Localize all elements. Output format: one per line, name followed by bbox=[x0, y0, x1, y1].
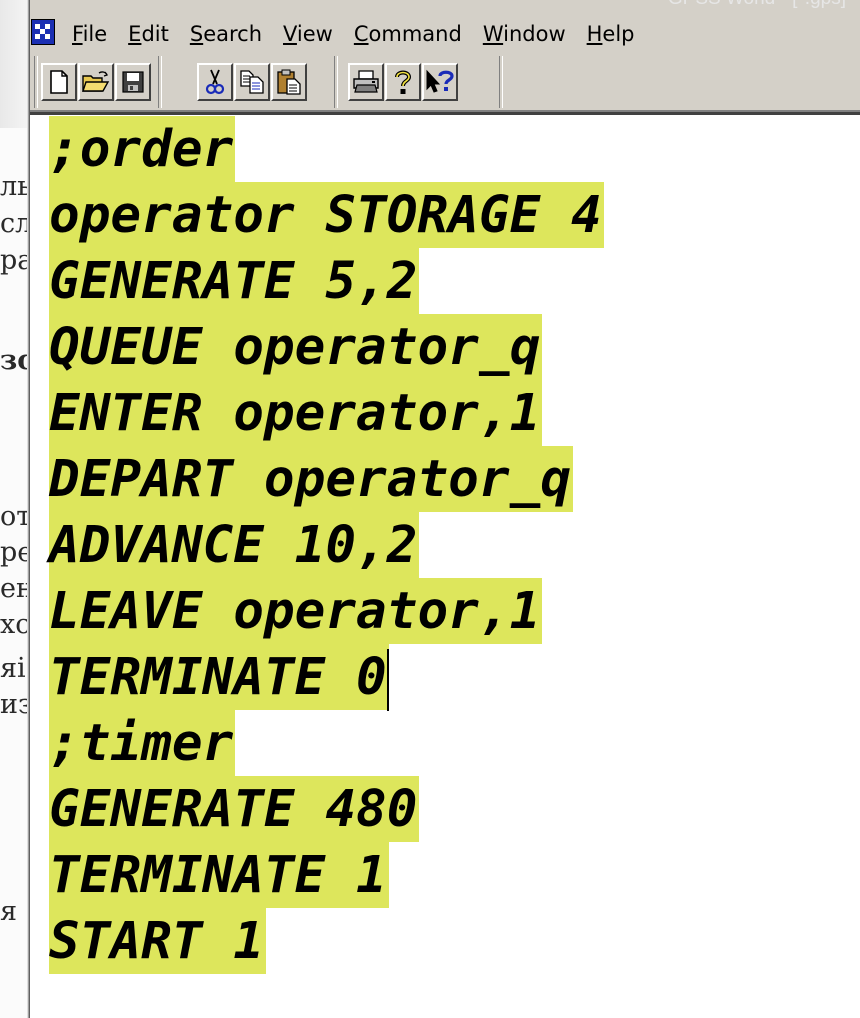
title-bar[interactable]: GPSS World - [*.gps] bbox=[30, 0, 860, 12]
background-text-fragment: я bbox=[0, 896, 18, 927]
menu-view-rest: iew bbox=[296, 22, 333, 46]
open-folder-icon bbox=[82, 71, 110, 92]
new-file-button[interactable] bbox=[41, 63, 77, 101]
background-document: ль сл ра зс от ре ен хс яі из я bbox=[0, 0, 27, 1018]
menu-edit-rest: dit bbox=[141, 22, 169, 46]
menu-file[interactable]: File bbox=[72, 22, 108, 46]
save-icon bbox=[122, 71, 144, 93]
background-text-fragment: ра bbox=[0, 245, 27, 276]
window-border bbox=[27, 0, 30, 1018]
toolbar bbox=[30, 52, 860, 112]
text-caret bbox=[386, 649, 389, 711]
code-line[interactable]: LEAVE operator,1 bbox=[49, 578, 604, 644]
background-text-fragment: ль bbox=[0, 171, 27, 202]
code-line[interactable]: QUEUE operator_q bbox=[49, 314, 604, 380]
background-text-fragment: сл bbox=[0, 208, 27, 239]
copy-button[interactable] bbox=[234, 63, 270, 101]
code-line[interactable]: ;order bbox=[49, 116, 604, 182]
menu-bar: File Edit Search View Command Window Hel… bbox=[30, 12, 860, 52]
code-line[interactable]: GENERATE 5,2 bbox=[49, 248, 604, 314]
toolbar-separator bbox=[334, 56, 338, 108]
context-help-icon bbox=[426, 69, 454, 93]
code-line[interactable]: ;timer bbox=[49, 710, 604, 776]
save-button[interactable] bbox=[115, 63, 151, 101]
toolbar-group-file bbox=[41, 60, 152, 104]
print-icon bbox=[353, 70, 379, 93]
menu-window[interactable]: Window bbox=[482, 22, 566, 46]
code-line[interactable]: START 1 bbox=[49, 908, 604, 974]
toolbar-group-edit bbox=[197, 60, 308, 104]
cut-icon bbox=[205, 69, 225, 95]
code-line[interactable]: DEPART operator_q bbox=[49, 446, 604, 512]
toolbar-separator bbox=[499, 56, 503, 108]
toolbar-group-help bbox=[348, 60, 459, 104]
menu-help-rest: elp bbox=[602, 22, 635, 46]
menu-command[interactable]: Command bbox=[353, 22, 462, 46]
app-document-icon[interactable] bbox=[31, 19, 55, 45]
toolbar-grip bbox=[34, 56, 38, 108]
copy-icon bbox=[240, 70, 264, 94]
menu-search[interactable]: Search bbox=[189, 22, 263, 46]
code-editor[interactable]: ;order operator STORAGE 4 GENERATE 5,2 Q… bbox=[30, 112, 860, 1018]
code-line[interactable]: ENTER operator,1 bbox=[49, 380, 604, 446]
new-file-icon bbox=[50, 70, 68, 94]
code-line[interactable]: operator STORAGE 4 bbox=[49, 182, 604, 248]
code-line[interactable]: GENERATE 480 bbox=[49, 776, 604, 842]
help-icon bbox=[395, 70, 412, 94]
background-text-fragment: от bbox=[0, 501, 27, 532]
open-file-button[interactable] bbox=[78, 63, 114, 101]
window-title: GPSS World - [*.gps] bbox=[668, 0, 846, 10]
paste-icon bbox=[277, 69, 301, 95]
background-document-header bbox=[0, 0, 27, 128]
background-text-fragment: яі bbox=[0, 653, 26, 684]
background-text-fragment: ен bbox=[0, 573, 27, 604]
code-line[interactable]: ADVANCE 10,2 bbox=[49, 512, 604, 578]
context-help-button[interactable] bbox=[422, 63, 458, 101]
paste-button[interactable] bbox=[271, 63, 307, 101]
menu-file-rest: ile bbox=[82, 22, 108, 46]
menu-search-rest: earch bbox=[203, 22, 263, 46]
background-text-fragment: ре bbox=[0, 537, 27, 568]
code-lines: ;order operator STORAGE 4 GENERATE 5,2 Q… bbox=[49, 116, 604, 974]
toolbar-separator bbox=[158, 56, 162, 108]
menu-edit[interactable]: Edit bbox=[128, 22, 169, 46]
menu-help[interactable]: Help bbox=[586, 22, 635, 46]
code-line[interactable]: TERMINATE 0 bbox=[49, 644, 604, 710]
menu-window-rest: indow bbox=[503, 22, 566, 46]
gpss-window: GPSS World - [*.gps] File Edit Search Vi… bbox=[27, 0, 860, 1018]
print-button[interactable] bbox=[348, 63, 384, 101]
code-line[interactable]: TERMINATE 1 bbox=[49, 842, 604, 908]
menu-view[interactable]: View bbox=[283, 22, 333, 46]
background-text-fragment: зс bbox=[0, 345, 27, 376]
cut-button[interactable] bbox=[197, 63, 233, 101]
background-text-fragment: из bbox=[0, 689, 27, 720]
help-button[interactable] bbox=[385, 63, 421, 101]
background-text-fragment: хс bbox=[0, 609, 27, 640]
menu-command-rest: ommand bbox=[368, 22, 462, 46]
